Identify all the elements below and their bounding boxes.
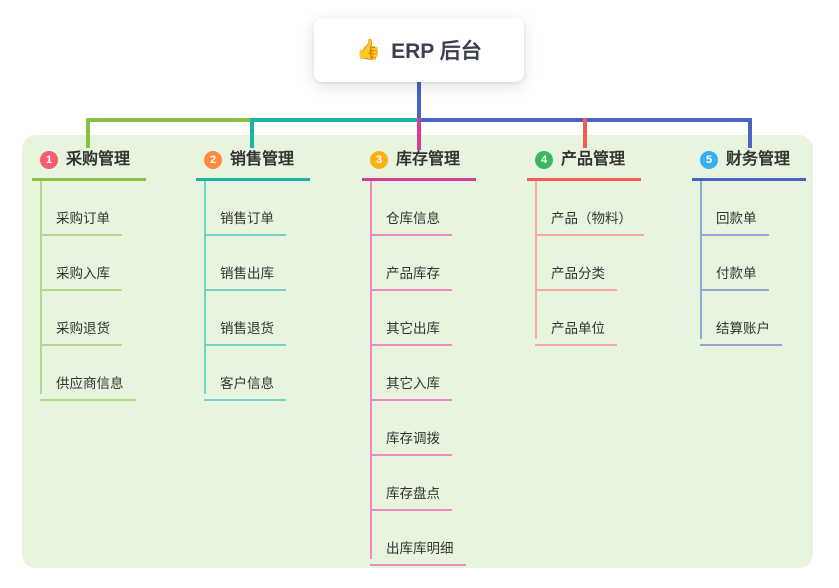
canvas-panel (22, 135, 813, 568)
node-settlement-account[interactable]: 结算账户 (700, 291, 806, 346)
node-other-inbound[interactable]: 其它入库 (370, 346, 476, 401)
node-product-unit[interactable]: 产品单位 (535, 291, 644, 346)
node-label: 销售订单 (204, 210, 286, 236)
branch-sales-header[interactable]: 2 销售管理 (196, 150, 311, 181)
branch-label: 销售管理 (230, 151, 295, 168)
branch-number-badge: 3 (370, 151, 388, 169)
branch-purchase-children: 采购订单 采购入库 采购退货 供应商信息 (32, 181, 146, 401)
node-label: 产品库存 (370, 265, 452, 291)
node-label: 产品（物料） (535, 210, 644, 236)
branch-label: 产品管理 (561, 151, 626, 168)
node-product-material[interactable]: 产品（物料） (535, 181, 644, 236)
branch-purchase: 1 采购管理 采购订单 采购入库 采购退货 供应商信息 (32, 150, 147, 401)
connector-child-line (370, 181, 372, 559)
node-label: 其它入库 (370, 375, 452, 401)
node-label: 采购退货 (40, 320, 122, 346)
connector-bus-teal (252, 118, 419, 122)
branch-label: 财务管理 (726, 151, 791, 168)
branch-product: 4 产品管理 产品（物料） 产品分类 产品单位 (527, 150, 644, 346)
connector-root-stem (417, 82, 421, 118)
node-purchase-inbound[interactable]: 采购入库 (40, 236, 146, 291)
connector-child-line (204, 181, 206, 394)
branch-sales-children: 销售订单 销售出库 销售退货 客户信息 (196, 181, 310, 401)
node-label: 产品单位 (535, 320, 617, 346)
node-label: 出库库明细 (370, 540, 466, 566)
branch-label: 采购管理 (66, 151, 131, 168)
node-purchase-order[interactable]: 采购订单 (40, 181, 146, 236)
branch-number-badge: 5 (700, 151, 718, 169)
connector-drop-purchase (86, 118, 90, 148)
node-label: 销售出库 (204, 265, 286, 291)
node-label: 付款单 (700, 265, 769, 291)
thumbs-up-icon: 👍 (356, 39, 382, 61)
branch-inventory-children: 仓库信息 产品库存 其它出库 其它入库 库存调拨 库存盘点 出库库明细 (362, 181, 476, 566)
branch-purchase-header[interactable]: 1 采购管理 (32, 150, 147, 181)
node-label: 库存调拨 (370, 430, 452, 456)
connector-drop-product (583, 118, 587, 148)
root-node[interactable]: 👍 ERP 后台 (314, 18, 524, 82)
node-label: 结算账户 (700, 320, 782, 346)
branch-sales: 2 销售管理 销售订单 销售出库 销售退货 客户信息 (196, 150, 311, 401)
connector-drop-inventory (417, 118, 421, 150)
branch-number-badge: 2 (204, 151, 222, 169)
node-label: 回款单 (700, 210, 769, 236)
node-customer-info[interactable]: 客户信息 (204, 346, 310, 401)
node-payment-voucher[interactable]: 付款单 (700, 236, 806, 291)
node-stock-take[interactable]: 库存盘点 (370, 456, 476, 511)
connector-drop-finance (748, 118, 752, 148)
node-label: 销售退货 (204, 320, 286, 346)
node-other-outbound[interactable]: 其它出库 (370, 291, 476, 346)
branch-label: 库存管理 (396, 151, 461, 168)
branch-product-header[interactable]: 4 产品管理 (527, 150, 642, 181)
branch-finance-children: 回款单 付款单 结算账户 (692, 181, 806, 346)
branch-finance-header[interactable]: 5 财务管理 (692, 150, 807, 181)
connector-child-line (40, 181, 42, 394)
node-label: 采购订单 (40, 210, 122, 236)
node-label: 客户信息 (204, 375, 286, 401)
branch-number-badge: 1 (40, 151, 58, 169)
node-label: 产品分类 (535, 265, 617, 291)
node-product-stock[interactable]: 产品库存 (370, 236, 476, 291)
node-outbound-detail[interactable]: 出库库明细 (370, 511, 476, 566)
branch-inventory: 3 库存管理 仓库信息 产品库存 其它出库 其它入库 库存调拨 库存盘点 出库库… (362, 150, 477, 566)
node-sales-outbound[interactable]: 销售出库 (204, 236, 310, 291)
connector-child-line (535, 181, 537, 339)
node-label: 供应商信息 (40, 375, 136, 401)
node-label: 采购入库 (40, 265, 122, 291)
branch-inventory-header[interactable]: 3 库存管理 (362, 150, 477, 181)
node-label: 其它出库 (370, 320, 452, 346)
node-sales-order[interactable]: 销售订单 (204, 181, 310, 236)
branch-number-badge: 4 (535, 151, 553, 169)
node-purchase-return[interactable]: 采购退货 (40, 291, 146, 346)
node-stock-transfer[interactable]: 库存调拨 (370, 401, 476, 456)
branch-product-children: 产品（物料） 产品分类 产品单位 (527, 181, 644, 346)
connector-child-line (700, 181, 702, 339)
node-supplier-info[interactable]: 供应商信息 (40, 346, 146, 401)
node-label: 库存盘点 (370, 485, 452, 511)
node-receipt-voucher[interactable]: 回款单 (700, 181, 806, 236)
connector-bus-green (86, 118, 252, 122)
node-product-category[interactable]: 产品分类 (535, 236, 644, 291)
node-warehouse-info[interactable]: 仓库信息 (370, 181, 476, 236)
node-sales-return[interactable]: 销售退货 (204, 291, 310, 346)
branch-finance: 5 财务管理 回款单 付款单 结算账户 (692, 150, 807, 346)
node-label: 仓库信息 (370, 210, 452, 236)
connector-drop-sales (250, 118, 254, 148)
root-title: ERP 后台 (391, 40, 482, 63)
